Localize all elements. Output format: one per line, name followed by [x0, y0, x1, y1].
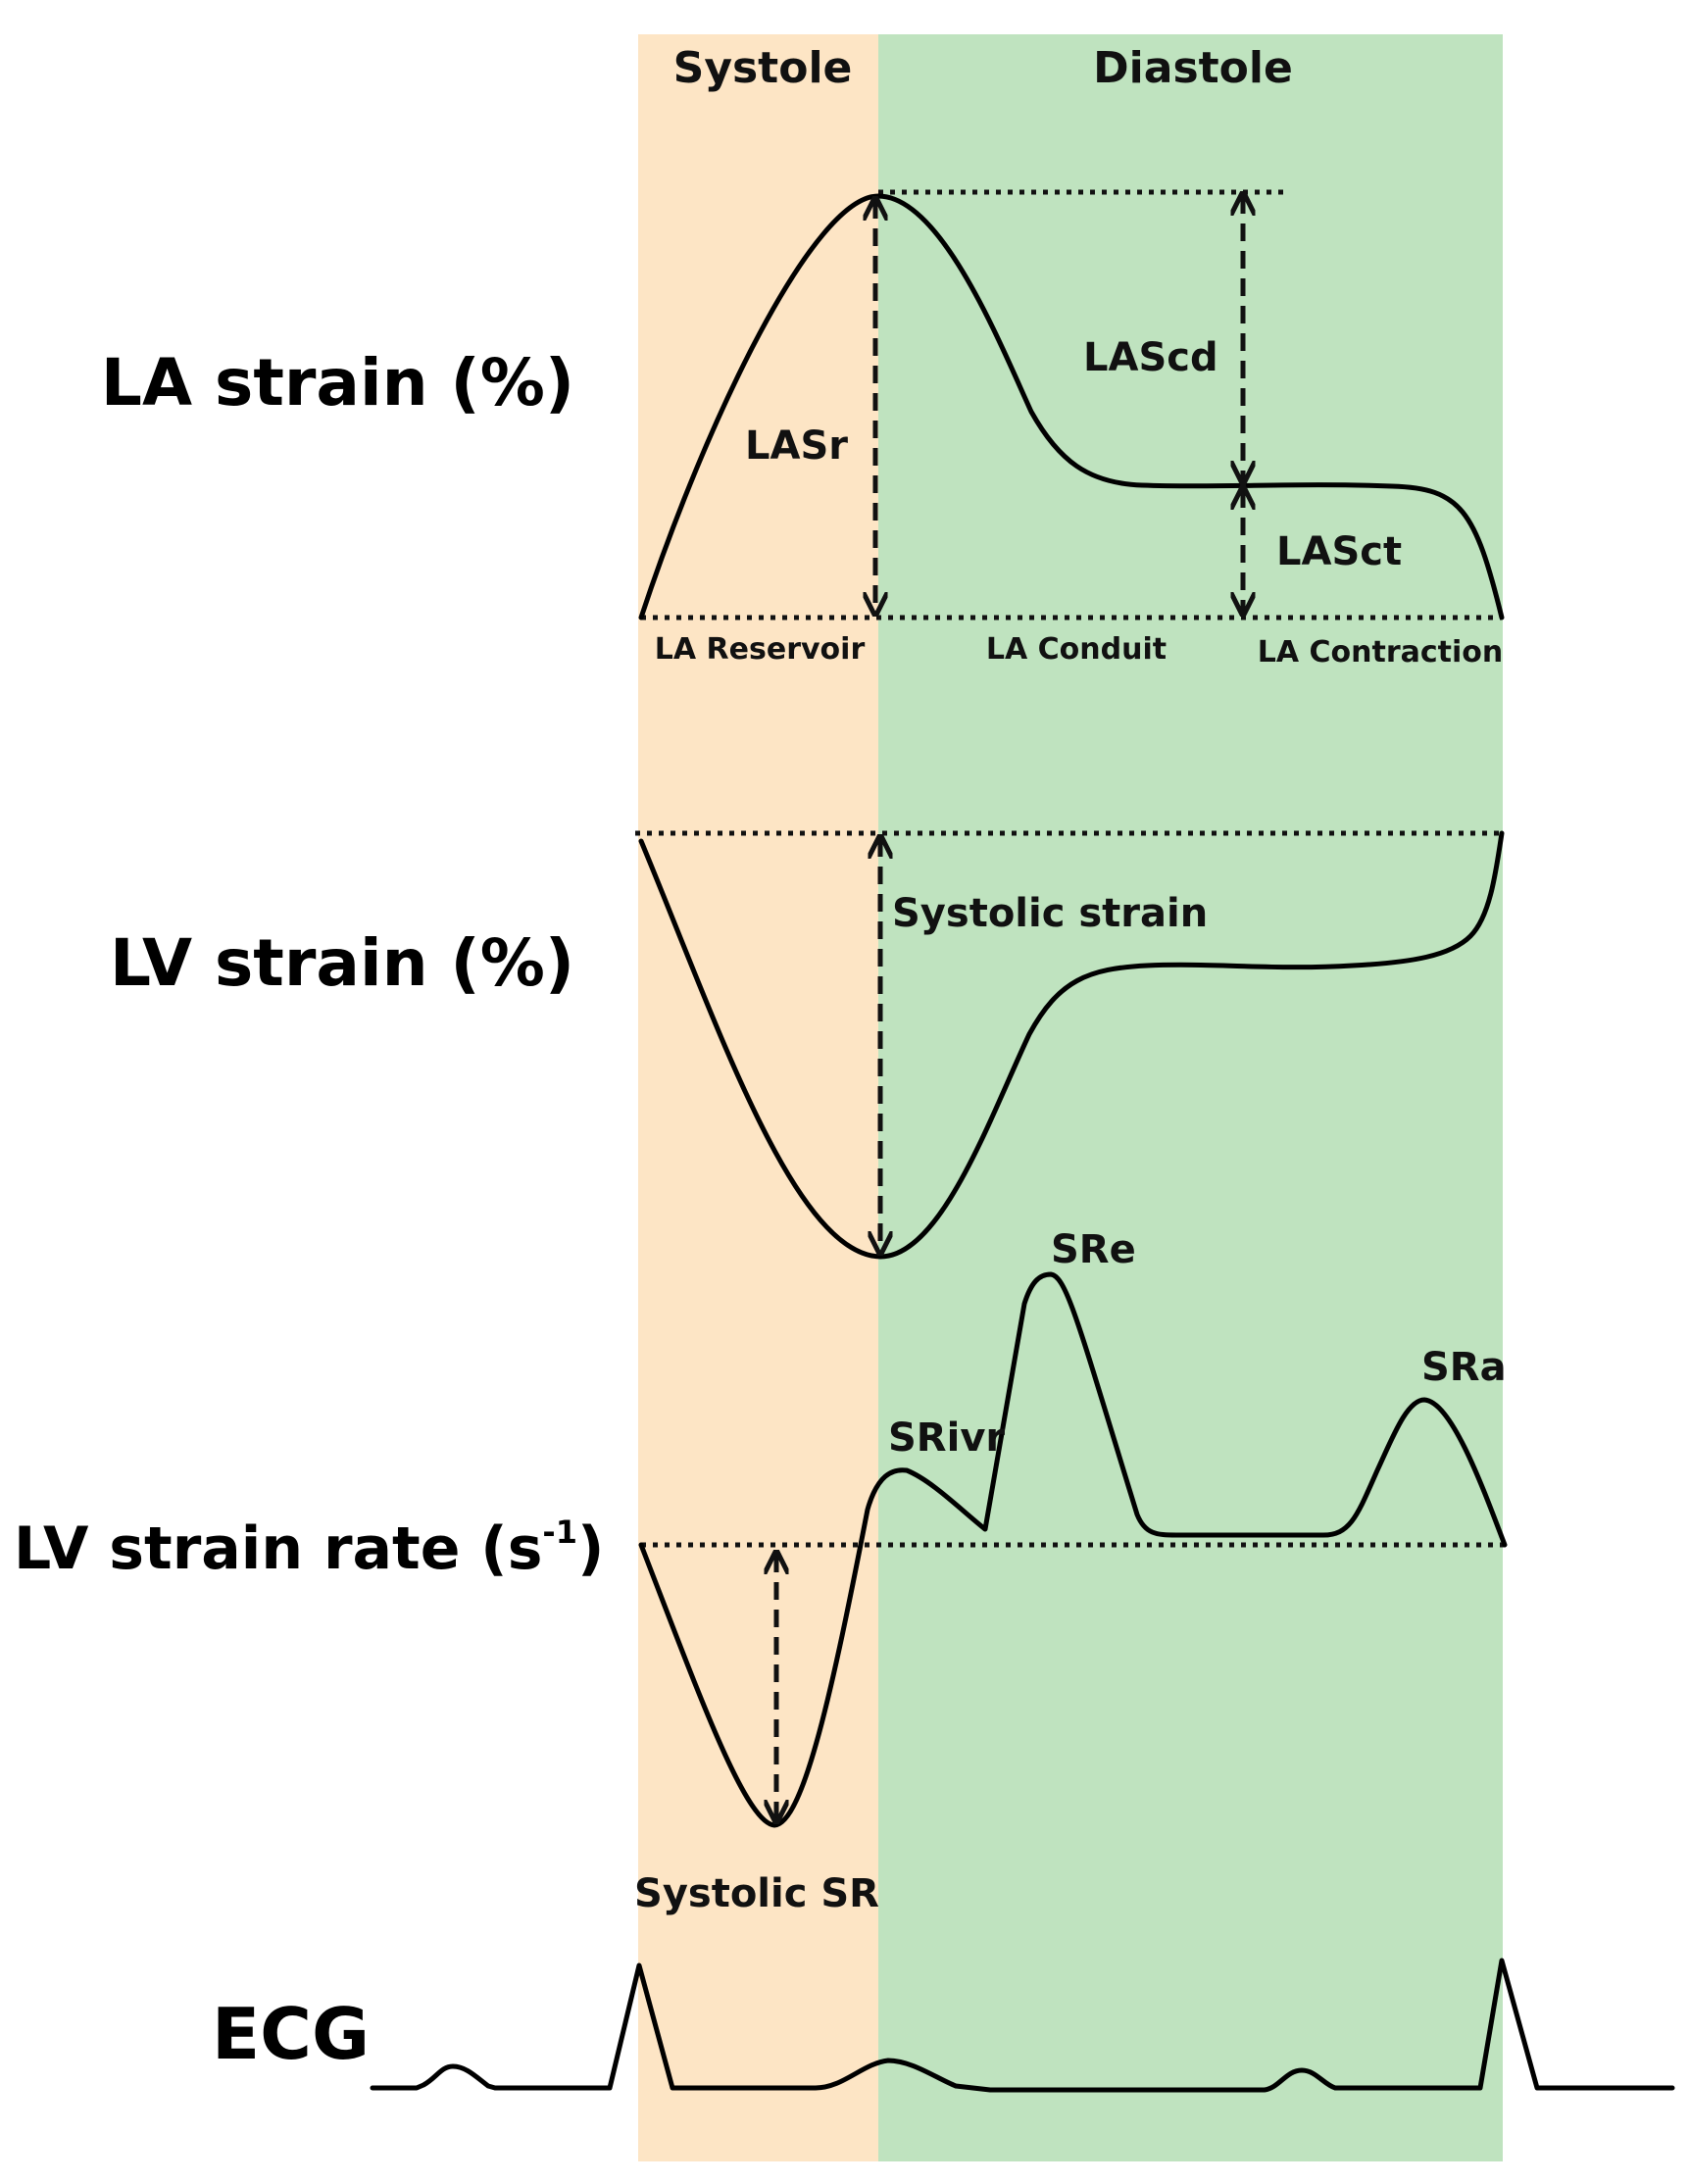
lascd-label: LAScd: [1083, 335, 1218, 380]
sre-label: SRe: [1051, 1227, 1136, 1272]
ecg-label: ECG: [212, 1993, 370, 2075]
lv-strain-rate-label-superscript: -1: [542, 1514, 577, 1551]
la-strain-label: LA strain (%): [101, 345, 574, 421]
la-contraction-label: LA Contraction: [1258, 635, 1504, 670]
lasr-label: LASr: [745, 423, 848, 469]
systole-title: Systole: [673, 43, 853, 93]
srivr-label: SRivr: [888, 1415, 1005, 1461]
la-conduit-label: LA Conduit: [986, 632, 1167, 667]
lv-strain-label: LV strain (%): [110, 925, 574, 1001]
diastole-title: Diastole: [1093, 43, 1293, 93]
lv-strain-rate-label-prefix: LV strain rate (s: [14, 1514, 542, 1583]
systolic-sr-label: Systolic SR: [634, 1871, 879, 1916]
la-strain-curve: [638, 193, 1505, 620]
lv-strain-rate-label: LV strain rate (s-1): [14, 1514, 604, 1583]
ecg-trace: [370, 1958, 1675, 2093]
lv-strain-rate-label-suffix: ): [577, 1514, 604, 1583]
lv-strain-curve: [638, 830, 1505, 1260]
sra-label: SRa: [1421, 1345, 1507, 1390]
systole-band: [638, 34, 878, 2161]
diastole-band: [878, 34, 1503, 2161]
systolic-strain-label: Systolic strain: [892, 891, 1208, 936]
lasct-label: LASct: [1276, 529, 1402, 574]
la-reservoir-label: LA Reservoir: [655, 632, 866, 667]
